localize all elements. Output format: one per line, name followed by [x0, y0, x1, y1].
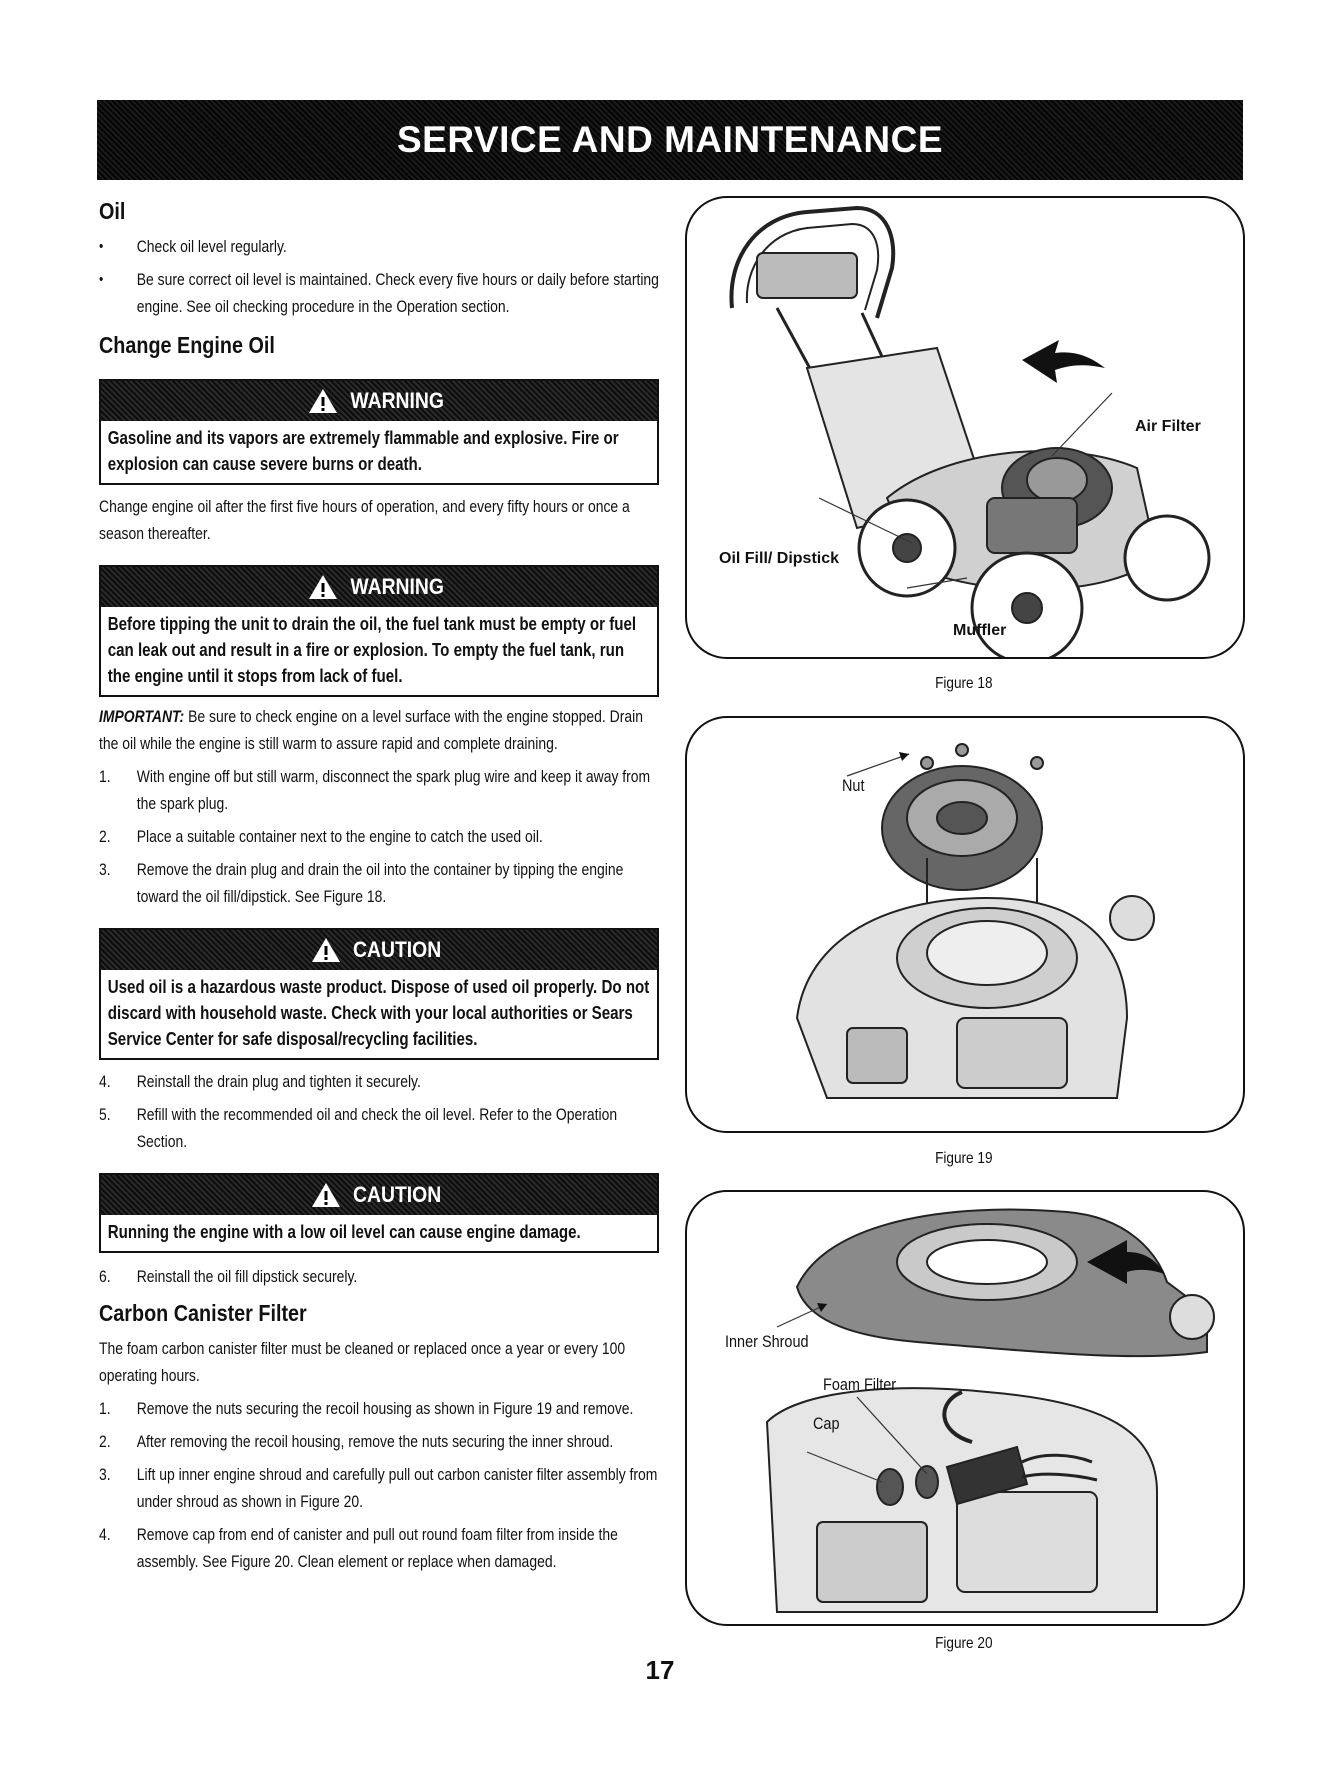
warning-triangle-icon: [308, 389, 337, 413]
page-number: 17: [645, 1655, 675, 1685]
step-text: Remove cap from end of canister and pull…: [136, 1525, 618, 1571]
figure-19-caption: Figure 19: [935, 1150, 993, 1167]
step-item: 4. Remove cap from end of canister and pu…: [99, 1521, 659, 1575]
warning-text: Gasoline and its vapors are extremely fl…: [107, 428, 619, 474]
step-number: 3.: [99, 860, 111, 879]
step-number: 4.: [99, 1072, 111, 1091]
bullet-text: Check oil level regularly.: [136, 237, 287, 256]
warning-label: WARNING: [350, 574, 444, 599]
step-item: 4. Reinstall the drain plug and tighten i…: [99, 1068, 659, 1095]
step-text: Place a suitable container next to the e…: [136, 827, 543, 846]
step-item: 3. Remove the drain plug and drain the oi…: [99, 856, 659, 910]
step-item: 6. Reinstall the oil fill dipstick secure…: [99, 1263, 659, 1290]
step-number: 6.: [99, 1267, 111, 1286]
muffler-label: Muffler: [953, 622, 1007, 639]
figure-18-frame: Air Filter Oil Fill/ Dipstick Muffler: [685, 196, 1245, 659]
figure-19-frame: Nut: [685, 716, 1245, 1133]
oil-heading: Oil: [99, 198, 126, 224]
warning-header: WARNING: [101, 567, 657, 607]
air-filter-label: Air Filter: [1135, 418, 1201, 435]
important-text: Be sure to check engine on a level surfa…: [99, 707, 643, 753]
oil-fill-dipstick-label: Oil Fill/ Dipstick: [719, 550, 840, 567]
step-item: 1. With engine off but still warm, discon…: [99, 763, 659, 817]
figure-18-caption: Figure 18: [935, 675, 993, 692]
caution-triangle-icon: [311, 1183, 340, 1207]
section-banner: SERVICE AND MAINTENANCE: [97, 100, 1243, 180]
step-text: Reinstall the drain plug and tighten it …: [136, 1072, 421, 1091]
foam-filter-label: Foam Filter: [823, 1375, 897, 1394]
bullet-dot-icon: •: [99, 271, 104, 288]
warning-label: WARNING: [350, 388, 444, 413]
change-oil-heading: Change Engine Oil: [99, 332, 275, 358]
warning-header: WARNING: [101, 381, 657, 421]
step-text: Remove the nuts securing the recoil hous…: [136, 1399, 634, 1418]
important-label: IMPORTANT:: [99, 707, 185, 726]
step-text: Reinstall the oil fill dipstick securely…: [136, 1267, 358, 1286]
caution-box: CAUTION Used oil is a hazardous waste pr…: [99, 928, 659, 1060]
step-number: 1.: [99, 767, 111, 786]
section-title: SERVICE AND MAINTENANCE: [397, 119, 943, 160]
warning-text: Before tipping the unit to drain the oil…: [107, 614, 637, 686]
step-item: 2. After removing the recoil housing, rem…: [99, 1428, 659, 1455]
change-oil-intro: Change engine oil after the first five h…: [99, 497, 630, 543]
bullet-item: • Check oil level regularly.: [99, 233, 659, 260]
carbon-canister-illustration: [765, 1208, 1215, 1613]
figure-20-frame: Inner Shroud Foam Filter Cap: [685, 1190, 1245, 1626]
step-text: After removing the recoil housing, remov…: [136, 1432, 614, 1451]
bullet-item: • Be sure correct oil level is maintained…: [99, 266, 659, 320]
bullet-text: Be sure correct oil level is maintained.…: [136, 270, 659, 316]
step-text: Lift up inner engine shroud and carefull…: [136, 1465, 658, 1511]
important-note: IMPORTANT: Be sure to check engine on a …: [99, 703, 659, 757]
lawn-mower-illustration: [729, 205, 1211, 657]
bullet-dot-icon: •: [99, 238, 104, 255]
caution-text: Used oil is a hazardous waste product. D…: [107, 977, 650, 1049]
caution-box: CAUTION Running the engine with a low oi…: [99, 1173, 659, 1253]
caution-label: CAUTION: [352, 1182, 442, 1207]
step-text: With engine off but still warm, disconne…: [136, 767, 651, 813]
step-item: 3. Lift up inner engine shroud and carefu…: [99, 1461, 659, 1515]
lift-arrow-icon: [1087, 1240, 1165, 1284]
step-text: Remove the drain plug and drain the oil …: [136, 860, 624, 906]
warning-triangle-icon: [308, 575, 337, 599]
step-item: 2. Place a suitable container next to the…: [99, 823, 659, 850]
step-number: 3.: [99, 1465, 111, 1484]
step-item: 1. Remove the nuts securing the recoil ho…: [99, 1395, 659, 1422]
step-number: 2.: [99, 1432, 111, 1451]
recoil-housing-illustration: [795, 743, 1155, 1099]
step-number: 2.: [99, 827, 111, 846]
carbon-intro: The foam carbon canister filter must be …: [99, 1339, 626, 1385]
caution-header: CAUTION: [101, 1175, 657, 1215]
caution-header: CAUTION: [101, 930, 657, 970]
caution-label: CAUTION: [352, 937, 442, 962]
step-item: 5. Refill with the recommended oil and ch…: [99, 1101, 659, 1155]
figure-20-caption: Figure 20: [935, 1635, 993, 1652]
warning-box: WARNING Before tipping the unit to drain…: [99, 565, 659, 697]
caution-triangle-icon: [311, 938, 340, 962]
caution-text: Running the engine with a low oil level …: [107, 1222, 581, 1242]
step-number: 5.: [99, 1105, 111, 1124]
carbon-filter-heading: Carbon Canister Filter: [99, 1300, 307, 1326]
warning-box: WARNING Gasoline and its vapors are extr…: [99, 379, 659, 485]
inner-shroud-label: Inner Shroud: [725, 1332, 809, 1351]
cap-label: Cap: [813, 1414, 840, 1433]
nut-label: Nut: [842, 776, 865, 795]
step-number: 1.: [99, 1399, 111, 1418]
step-number: 4.: [99, 1525, 111, 1544]
arrow-icon: [1022, 340, 1105, 383]
text-column: Oil • Check oil level regularly. • Be sure…: [99, 198, 659, 1575]
step-text: Refill with the recommended oil and chec…: [136, 1105, 618, 1151]
